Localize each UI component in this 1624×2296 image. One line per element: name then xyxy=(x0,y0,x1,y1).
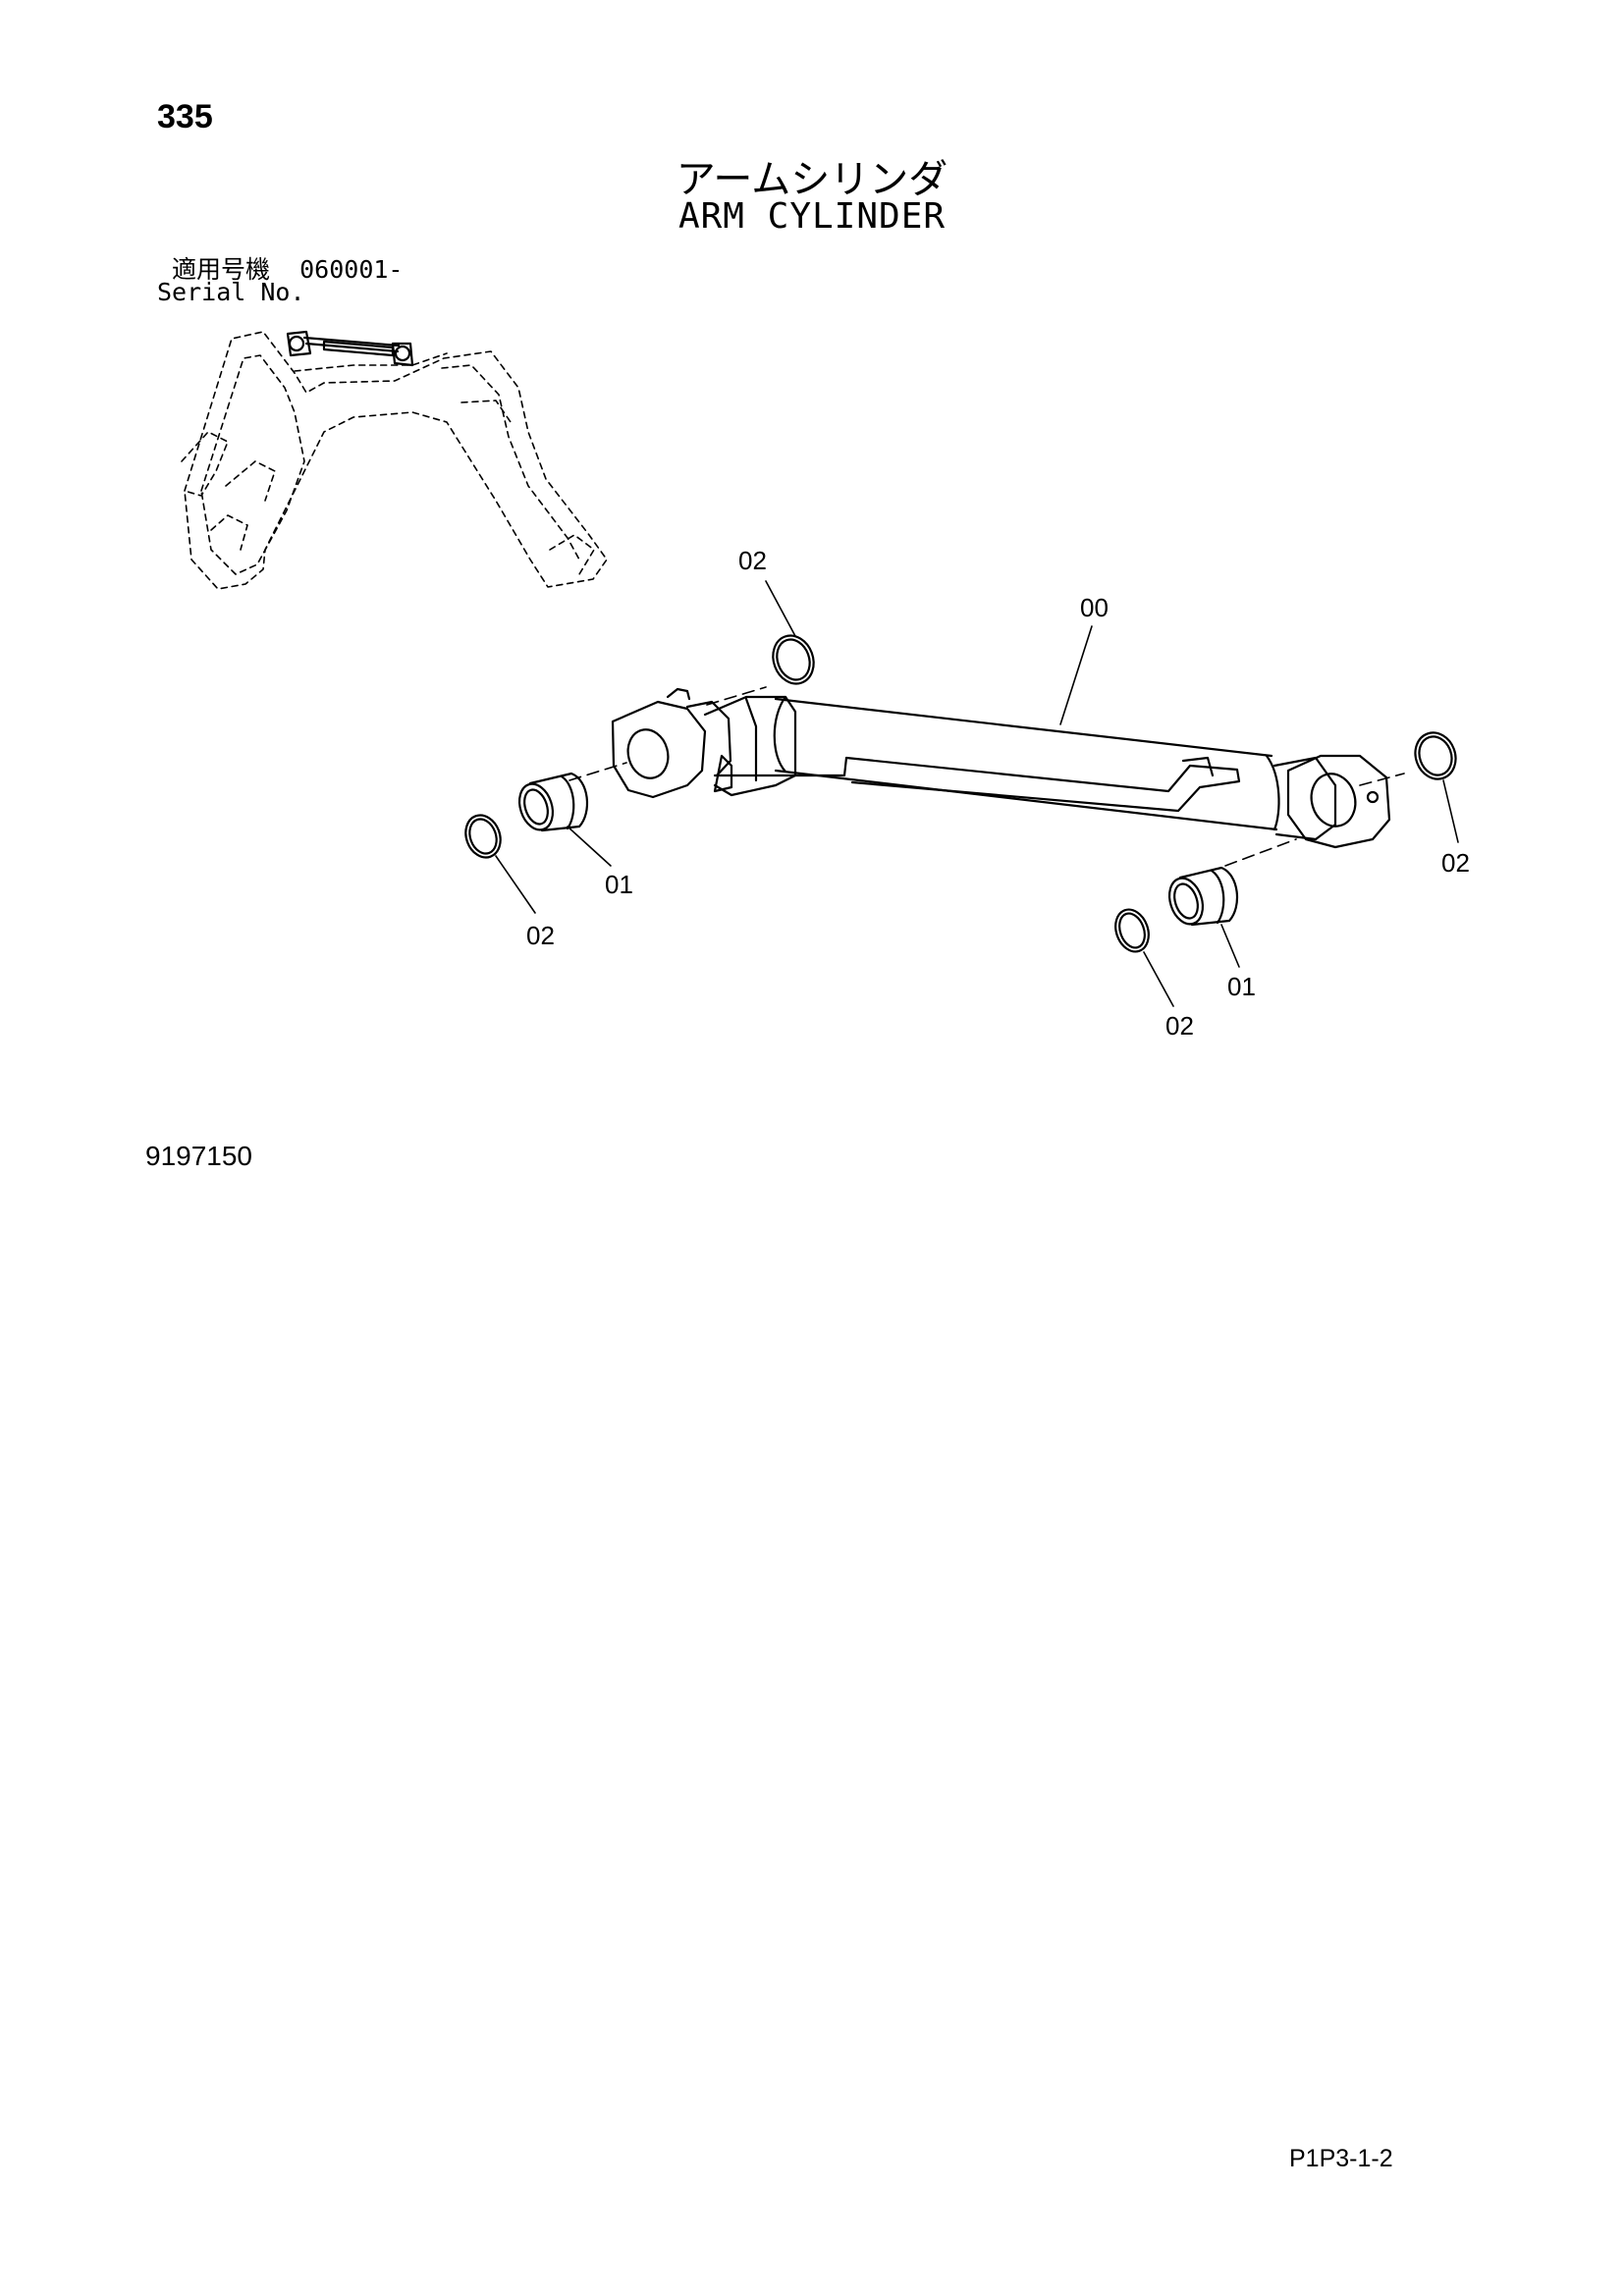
callout-01-right: 01 xyxy=(1227,972,1256,1001)
serial-label-en: Serial No. xyxy=(157,278,305,306)
seal-ring-right-top xyxy=(1414,731,1457,780)
drawing-number: 9197150 xyxy=(145,1141,253,1171)
callout-02-bottom: 02 xyxy=(1165,1011,1194,1041)
page-number: 335 xyxy=(157,98,213,135)
arm-cylinder-assembly xyxy=(611,687,1391,849)
callout-leaders xyxy=(495,580,1459,1007)
serial-row-ja: 適用号機 060001- xyxy=(172,250,403,286)
callout-02-top: 02 xyxy=(738,546,767,575)
serial-value: 060001- xyxy=(299,255,404,284)
seal-ring-top xyxy=(772,634,815,685)
bushing-right xyxy=(1167,866,1239,927)
bushing-left xyxy=(517,772,589,832)
callout-02-left: 02 xyxy=(526,921,555,950)
seal-ring-left xyxy=(464,814,502,859)
title-english: ARM CYLINDER xyxy=(677,196,947,237)
callout-00: 00 xyxy=(1080,593,1109,622)
callout-02-right: 02 xyxy=(1441,848,1470,878)
serial-label-ja: 適用号機 xyxy=(172,255,271,284)
page-code: P1P3-1-2 xyxy=(1289,2145,1393,2172)
seal-ring-right-bottom xyxy=(1114,908,1150,953)
excavator-front-thumbnail xyxy=(181,331,608,590)
thumbnail-arm-cylinder xyxy=(286,330,414,367)
title-japanese: アームシリンダ xyxy=(676,157,948,202)
callout-01-left: 01 xyxy=(605,870,633,899)
